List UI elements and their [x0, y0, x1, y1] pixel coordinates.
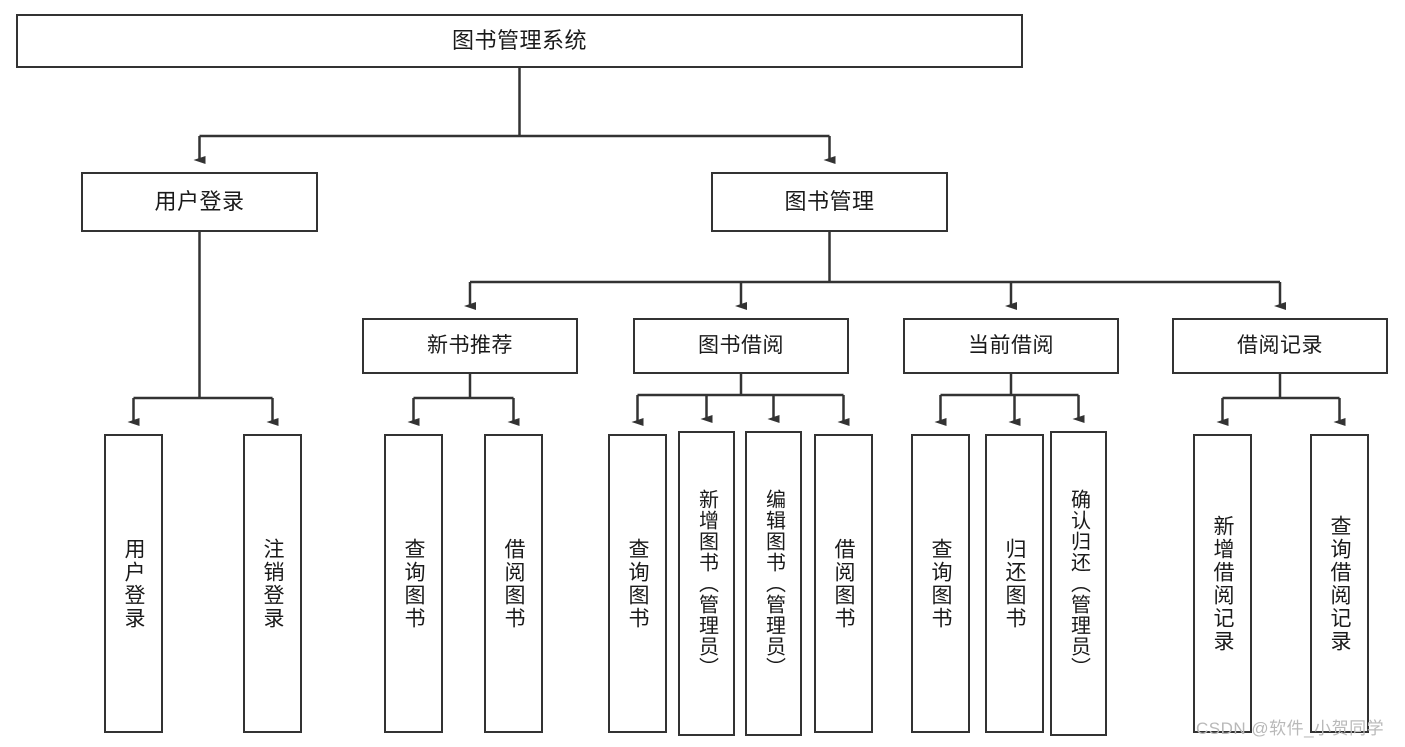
leaf-borrow-book-1[interactable]: 借阅图书	[484, 434, 543, 733]
node-label: 查询图书	[929, 537, 952, 630]
node-user-login[interactable]: 用户登录	[81, 172, 318, 232]
node-label: 借阅图书	[502, 537, 525, 630]
node-label: 新增图书（管理员）	[695, 489, 718, 678]
node-label: 注销登录	[261, 537, 284, 630]
leaf-confirm-return-admin[interactable]: 确认归还（管理员）	[1050, 431, 1107, 736]
node-label: 图书管理	[784, 189, 875, 215]
node-label: 查询图书	[626, 537, 649, 630]
node-label: 归还图书	[1003, 537, 1026, 630]
node-book-borrowing[interactable]: 图书借阅	[633, 318, 849, 374]
leaf-query-borrowing-record[interactable]: 查询借阅记录	[1310, 434, 1369, 733]
node-label: 图书管理系统	[451, 28, 587, 54]
leaf-user-login[interactable]: 用户登录	[104, 434, 163, 733]
leaf-return-book[interactable]: 归还图书	[985, 434, 1044, 733]
node-label: 当前借阅	[968, 333, 1054, 357]
leaf-logout[interactable]: 注销登录	[243, 434, 302, 733]
node-label: 新增借阅记录	[1211, 514, 1234, 653]
csdn-watermark: CSDN @软件_小贺同学	[1196, 719, 1385, 738]
leaf-query-book-3[interactable]: 查询图书	[911, 434, 970, 733]
leaf-add-book-admin[interactable]: 新增图书（管理员）	[678, 431, 735, 736]
leaf-query-book-2[interactable]: 查询图书	[608, 434, 667, 733]
node-label: 查询借阅记录	[1328, 514, 1351, 653]
node-label: 借阅图书	[832, 537, 855, 630]
node-borrowing-record[interactable]: 借阅记录	[1172, 318, 1388, 374]
leaf-edit-book-admin[interactable]: 编辑图书（管理员）	[745, 431, 802, 736]
node-book-management[interactable]: 图书管理	[711, 172, 948, 232]
node-root-book-management-system[interactable]: 图书管理系统	[16, 14, 1023, 68]
node-label: 新书推荐	[427, 333, 513, 357]
node-label: 用户登录	[154, 189, 245, 215]
leaf-add-borrowing-record[interactable]: 新增借阅记录	[1193, 434, 1252, 733]
node-label: 借阅记录	[1237, 333, 1323, 357]
node-new-book-recommendation[interactable]: 新书推荐	[362, 318, 578, 374]
node-label: 用户登录	[122, 537, 145, 630]
leaf-query-book-1[interactable]: 查询图书	[384, 434, 443, 733]
node-label: 图书借阅	[698, 333, 784, 357]
node-label: 查询图书	[402, 537, 425, 630]
node-label: 确认归还（管理员）	[1067, 489, 1090, 678]
node-label: 编辑图书（管理员）	[762, 489, 785, 678]
node-current-borrowing[interactable]: 当前借阅	[903, 318, 1119, 374]
leaf-borrow-book-2[interactable]: 借阅图书	[814, 434, 873, 733]
